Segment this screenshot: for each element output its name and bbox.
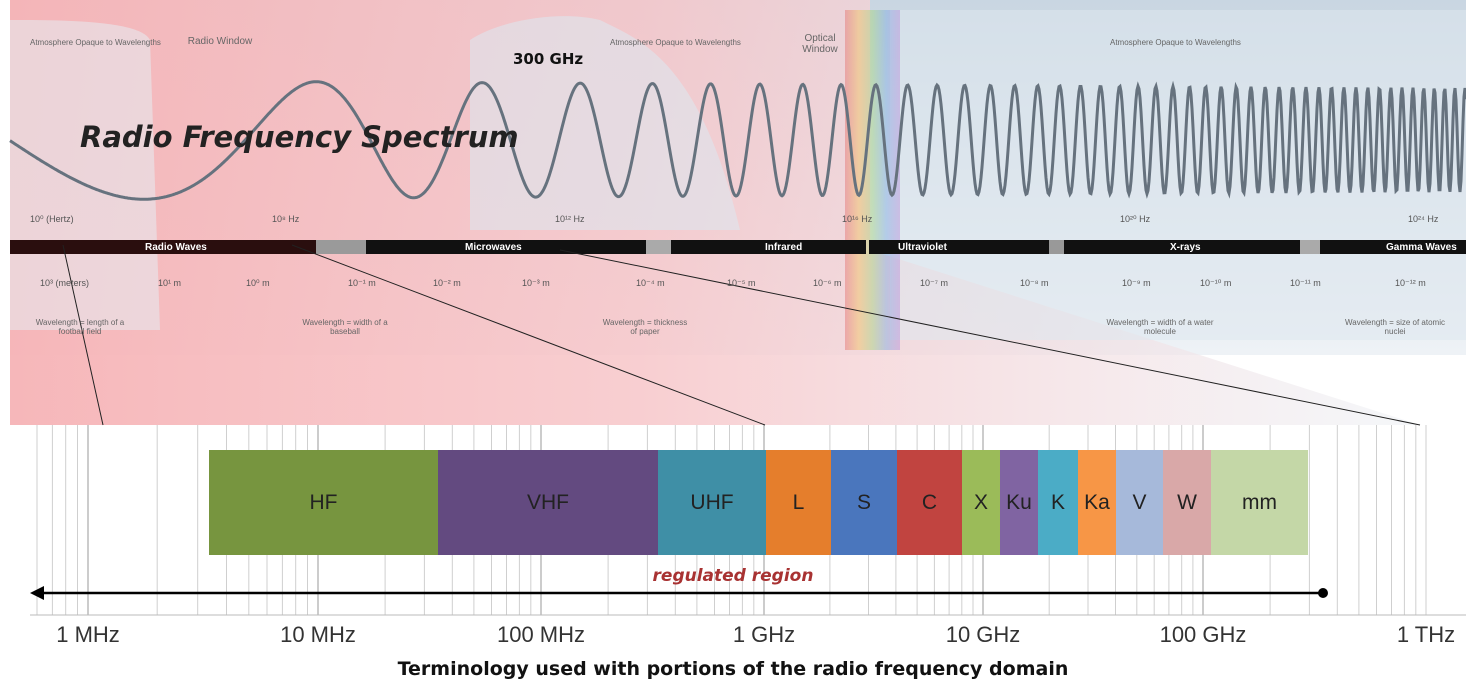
region-gamma-waves: Gamma Waves [1386,242,1457,253]
axis-label-0: 1 MHz [56,622,120,647]
axis-label-5: 100 GHz [1159,622,1247,647]
freq-tick-2: 10¹² Hz [555,214,585,224]
regulated-region-label: regulated region [652,566,814,586]
freq-tick-5: 10²⁴ Hz [1408,214,1439,224]
em-region-bar [10,240,1466,254]
band-ku: Ku [1000,450,1038,555]
freq-tick-0: 10⁰ (Hertz) [30,214,74,224]
regulated-region-arrow [30,586,1328,600]
region-infrared: Infrared [765,242,803,253]
band-ka: Ka [1078,450,1116,555]
wavelength-note-1: Wavelength = length of a football field [35,318,125,336]
spectrum-title: Radio Frequency Spectrum [80,120,519,154]
axis-label-6: 1 THz [1396,622,1456,647]
region-microwaves: Microwaves [465,242,522,253]
wavelength-note-2: Wavelength = width of a baseball [302,318,388,336]
band-hf: HF [209,450,438,555]
funnel-lines [62,244,1421,426]
freq-tick-4: 10²⁰ Hz [1120,214,1151,224]
wavelength-tick-0: 10³ (meters) [40,278,90,288]
axis-label-4: 10 GHz [945,622,1021,647]
window-label-1: Atmosphere Opaque to Wavelengths [30,38,161,47]
wavelength-tick-10: 10⁻⁸ m [1020,278,1049,288]
band-s: S [831,450,897,555]
wavelength-tick-2: 10⁰ m [246,278,270,288]
wavelength-tick-5: 10⁻³ m [522,278,550,288]
wavelength-tick-9: 10⁻⁷ m [920,278,949,288]
wavelength-tick-14: 10⁻¹² m [1395,278,1426,288]
region-ultraviolet: Ultraviolet [898,242,947,253]
wavelength-tick-4: 10⁻² m [433,278,461,288]
band-vhf: VHF [438,450,658,555]
band-x: X [962,450,1000,555]
band-c: C [897,450,962,555]
window-label-3: Atmosphere Opaque to Wavelengths [610,38,741,47]
band-v: V [1116,450,1163,555]
wavelength-tick-8: 10⁻⁶ m [813,278,842,288]
band-l: L [766,450,831,555]
wavelength-note-4: Wavelength = width of a water molecule [1106,318,1214,336]
band-mm: mm [1211,450,1308,555]
axis-label-1: 10 MHz [280,622,356,647]
wavelength-note-5: Wavelength = size of atomic nuclei [1345,318,1445,336]
axis-label-2: 100 MHz [496,622,586,647]
wavelength-tick-11: 10⁻⁹ m [1122,278,1151,288]
band-w: W [1163,450,1211,555]
wavelength-tick-3: 10⁻¹ m [348,278,376,288]
window-label-4: Optical Window [802,33,838,55]
wavelength-tick-7: 10⁻⁵ m [727,278,756,288]
region-x-rays: X-rays [1170,242,1201,253]
window-label-2: Radio Window [187,36,253,47]
wavelength-tick-6: 10⁻⁴ m [636,278,665,288]
wavelength-tick-13: 10⁻¹¹ m [1290,278,1321,288]
axis-label-3: 1 GHz [732,622,796,647]
freq-tick-3: 10¹⁶ Hz [842,214,873,224]
wavelength-note-3: Wavelength = thickness of paper [602,318,688,336]
band-uhf: UHF [658,450,766,555]
figure-caption: Terminology used with portions of the ra… [397,658,1069,680]
em-wave [9,80,1466,201]
region-radio-waves: Radio Waves [145,242,207,253]
band-k: K [1038,450,1078,555]
wavelength-tick-1: 10¹ m [158,278,182,288]
opacity-curve-2 [470,16,740,231]
wavelength-tick-12: 10⁻¹⁰ m [1200,278,1232,288]
marker-300ghz-label: 300 GHz [513,50,584,68]
window-label-5: Atmosphere Opaque to Wavelengths [1110,38,1241,47]
freq-tick-1: 10⁸ Hz [272,214,300,224]
